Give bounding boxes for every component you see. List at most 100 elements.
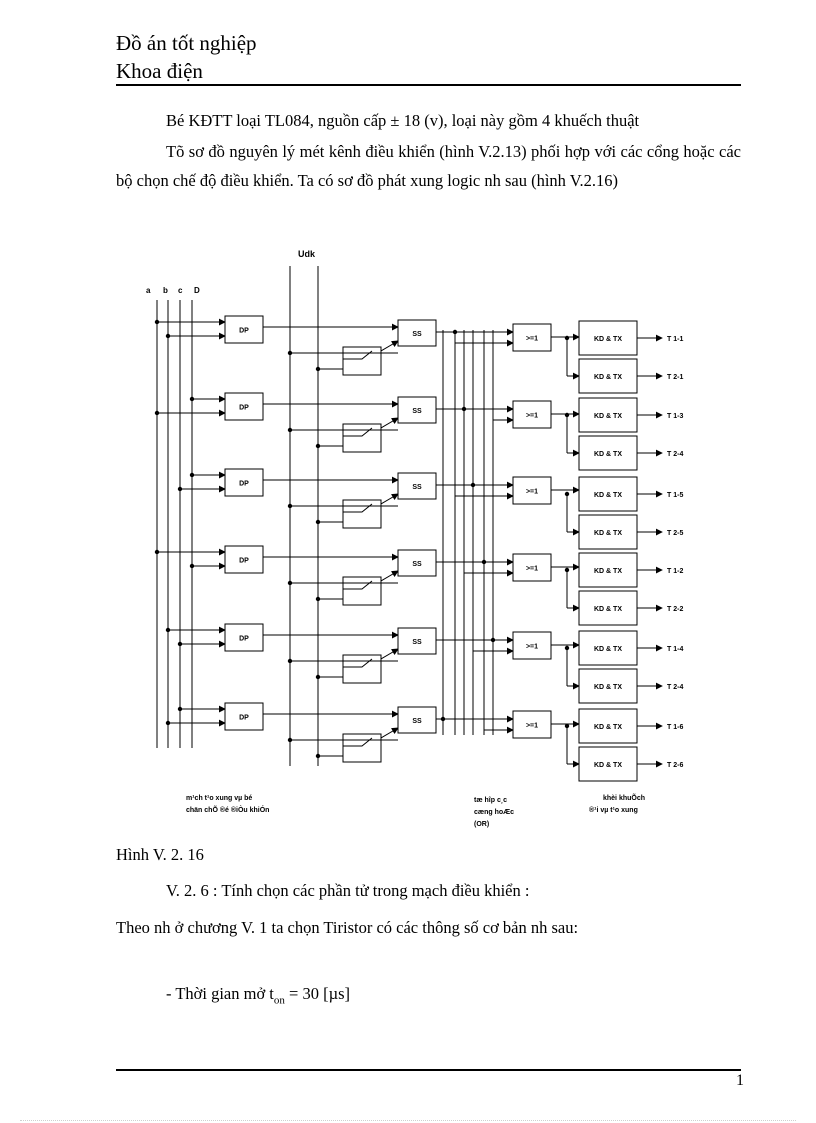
input-label-a: a (146, 286, 151, 295)
wire (380, 727, 399, 739)
switch-contact (343, 580, 373, 590)
kd-tx-box (578, 552, 638, 588)
ss-label: SS (412, 331, 422, 338)
junction-dot (287, 427, 293, 433)
kd-tx-box (578, 514, 638, 550)
junction-dot (315, 443, 321, 449)
header-department: Khoa điện (116, 59, 203, 83)
kd-tx-box (578, 397, 638, 433)
junction-dot (165, 333, 171, 339)
junction-dot (154, 319, 160, 325)
ss-label: SS (412, 639, 422, 646)
paragraph-2: Tõ sơ đồ nguyên lý mét kênh điều khiển (… (116, 142, 741, 190)
note-mid-2: cæng hoÆc (474, 809, 514, 816)
switch-contact (343, 427, 373, 437)
junction-dot (315, 519, 321, 525)
paragraph-1: Bé KĐTT loại TL084, nguồn cấp ± 18 (v), … (166, 111, 640, 130)
kd-tx-box (578, 358, 638, 394)
junction-dot (165, 627, 171, 633)
junction-dot (177, 486, 183, 492)
dp-label: DP (239, 481, 249, 488)
junction-dot (189, 472, 195, 478)
kd-tx-label: KD & TX (594, 606, 622, 613)
or-gate-label: >=1 (526, 413, 538, 420)
junction-dot (287, 658, 293, 664)
output-label: T 2-4 (667, 451, 683, 458)
junction-dot (564, 335, 570, 341)
figure-caption: Hình V. 2. 16 (116, 845, 204, 864)
junction-dot (490, 637, 496, 643)
paragraph-3: Theo nh ở chương V. 1 ta chọn Tiristor c… (116, 918, 579, 937)
output-label: T 1-1 (667, 336, 683, 343)
kd-tx-box (578, 590, 638, 626)
kd-tx-label: KD & TX (594, 451, 622, 458)
dp-label: DP (239, 558, 249, 565)
kd-tx-label: KD & TX (594, 568, 622, 575)
note-left-2: chän chÕ ®é ®iÒu khiÓn (186, 805, 269, 814)
kd-tx-label: KD & TX (594, 413, 622, 420)
junction-dot (287, 737, 293, 743)
or-gate-box (512, 631, 552, 660)
note-right-2: ®¹i vµ t¹o xung (589, 806, 638, 814)
output-label: T 1-4 (667, 646, 683, 653)
switch-contact (343, 737, 373, 747)
output-label: T 2-2 (667, 606, 683, 613)
junction-dot (287, 580, 293, 586)
junction-dot (564, 491, 570, 497)
junction-dot (564, 723, 570, 729)
dp-box (224, 468, 264, 497)
kd-tx-box (578, 435, 638, 471)
or-gate-box (512, 323, 552, 352)
body-text: Bé KĐTT loại TL084, nguồn cấp ± 18 (v), … (116, 106, 741, 195)
or-gate-label: >=1 (526, 489, 538, 496)
output-label: T 2-6 (667, 762, 683, 769)
junction-dot (564, 412, 570, 418)
or-gate-label: >=1 (526, 644, 538, 651)
udk-label: Udk (298, 249, 316, 259)
output-label: T 2-5 (667, 530, 683, 537)
switch-contact (343, 350, 373, 360)
dp-box (224, 315, 264, 344)
switch-contact (343, 503, 373, 513)
junction-dot (564, 567, 570, 573)
kd-tx-box (578, 476, 638, 512)
kd-tx-box (578, 320, 638, 356)
note-left-1: m¹ch t¹o xung vµ bé (186, 795, 252, 802)
wire (380, 417, 399, 429)
footer-rule (116, 1069, 741, 1071)
bullet-suffix: = 30 [µs] (284, 984, 350, 1003)
junction-dot (287, 350, 293, 356)
or-gate-label: >=1 (526, 336, 538, 343)
output-label: T 1-5 (667, 492, 683, 499)
dp-label: DP (239, 405, 249, 412)
kd-tx-label: KD & TX (594, 684, 622, 691)
ss-box (397, 319, 437, 347)
junction-dot (315, 674, 321, 680)
selector-box (342, 733, 382, 763)
output-label: T 1-2 (667, 568, 683, 575)
kd-tx-label: KD & TX (594, 492, 622, 499)
selector-box (342, 499, 382, 529)
ss-box (397, 706, 437, 734)
junction-dot (287, 503, 293, 509)
dp-label: DP (239, 636, 249, 643)
junction-dot (564, 645, 570, 651)
or-gate-box (512, 476, 552, 505)
ss-label: SS (412, 408, 422, 415)
kd-tx-box (578, 708, 638, 744)
kd-tx-label: KD & TX (594, 374, 622, 381)
kd-tx-box (578, 746, 638, 782)
input-label-b: b (163, 286, 168, 295)
junction-dot (315, 753, 321, 759)
wire (380, 493, 399, 505)
or-gate-label: >=1 (526, 566, 538, 573)
bullet-subscript: on (273, 994, 285, 1007)
junction-dot (189, 396, 195, 402)
dp-box (224, 392, 264, 421)
dp-box (224, 702, 264, 731)
junction-dot (470, 482, 476, 488)
note-mid-3: (OR) (474, 821, 489, 828)
junction-dot (315, 596, 321, 602)
wire (380, 648, 399, 660)
